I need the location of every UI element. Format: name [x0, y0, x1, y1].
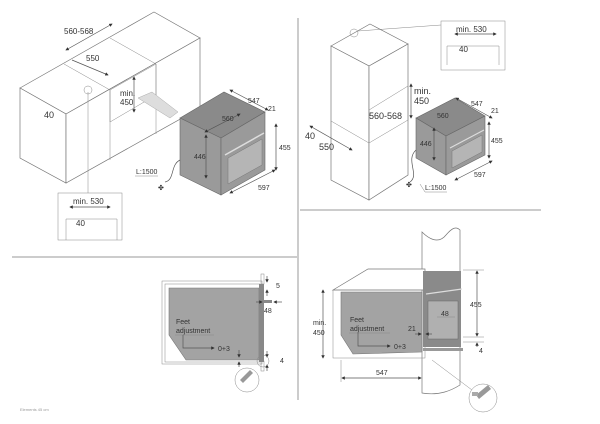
dim-niche-depth: 550	[86, 54, 100, 63]
bottom-left-panel: 5 48 4 Feet adjustment 0+3 Elements 45 c…	[20, 273, 284, 412]
power-cable	[164, 159, 181, 183]
dim-front-gap: 40	[305, 131, 315, 141]
top-left-inset: min. 530 40	[57, 192, 123, 241]
dim-min-height: 450	[313, 330, 325, 337]
oven-body-width: 560	[437, 113, 449, 120]
oven-body-height: 446	[420, 141, 432, 148]
detail-magnifier	[234, 367, 260, 393]
oven	[415, 97, 486, 176]
dim-panel: 48	[264, 308, 272, 315]
top-right-panel: min. 530 40 min. 450 560-568 40 550 547 …	[305, 20, 506, 201]
dim-min-label: min.	[313, 320, 326, 327]
oven-depth: 547	[248, 98, 260, 105]
dim-niche-depth: 550	[319, 142, 334, 152]
inset-min-width: min. 530	[456, 25, 487, 34]
oven-door-window	[427, 300, 459, 340]
dim-panel: 48	[441, 311, 449, 318]
plug-icon: ✤	[406, 181, 412, 189]
kitchen-cabinets	[19, 11, 201, 184]
detail-magnifier	[468, 383, 498, 413]
oven-side-profile	[340, 291, 423, 355]
tall-cabinet	[330, 23, 409, 201]
cable-length: L:1500	[425, 185, 447, 192]
insertion-arrow	[137, 91, 179, 119]
power-cable	[409, 149, 417, 183]
oven-body-width: 560	[222, 116, 234, 123]
oven-depth: 547	[471, 101, 483, 108]
feet-range: 0+3	[394, 344, 406, 351]
oven-height: 455	[491, 138, 503, 145]
oven-width: 597	[258, 185, 270, 192]
oven-height: 455	[279, 145, 291, 152]
feet-label-1: Feet	[350, 317, 364, 324]
cable-length: L:1500	[136, 169, 158, 176]
inset-gap: 40	[459, 45, 468, 54]
oven-front-thickness: 21	[268, 106, 276, 113]
oven-height: 455	[470, 302, 482, 309]
dim-bottom-gap: 4	[479, 348, 483, 355]
dim-front-gap: 40	[44, 110, 54, 120]
feet-label-2: adjustment	[350, 326, 384, 333]
dim-top-gap: 5	[276, 283, 280, 290]
dim-min-label: min.	[120, 89, 135, 98]
oven-side-profile	[168, 287, 260, 361]
oven-front-thickness: 21	[491, 108, 499, 115]
dim-bottom-gap: 4	[280, 358, 284, 365]
bottom-right-panel: min. 450 Feet adjustment 0+3 21 48 455 4…	[313, 227, 498, 413]
oven-handle	[224, 132, 265, 156]
plug-icon: ✤	[158, 184, 164, 192]
dim-min-label: min.	[414, 86, 431, 96]
dim-min-height: 450	[120, 98, 134, 107]
dim-min-height: 450	[414, 96, 429, 106]
inset-gap: 40	[76, 219, 85, 228]
feet-label-2: adjustment	[176, 328, 210, 335]
top-left-panel: ✤ 560-568 550 min. 450 40 547 560 21 455…	[19, 11, 291, 241]
footer-note: Elements 45 cm	[20, 407, 49, 412]
feet-label-1: Feet	[176, 319, 190, 326]
top-right-inset: min. 530 40	[440, 20, 506, 71]
dim-niche-width: 560-568	[369, 111, 402, 121]
oven-width: 597	[474, 172, 486, 179]
niche-top	[331, 268, 426, 291]
oven-depth: 547	[376, 370, 388, 377]
oven-front-panel	[259, 284, 264, 362]
feet-range: 0+3	[218, 346, 230, 353]
dim-front: 21	[408, 326, 416, 333]
oven-body-height: 446	[194, 154, 206, 161]
oven-handle	[425, 288, 463, 295]
dim-niche-width: 560-568	[64, 27, 94, 36]
inset-min-width: min. 530	[73, 197, 104, 206]
